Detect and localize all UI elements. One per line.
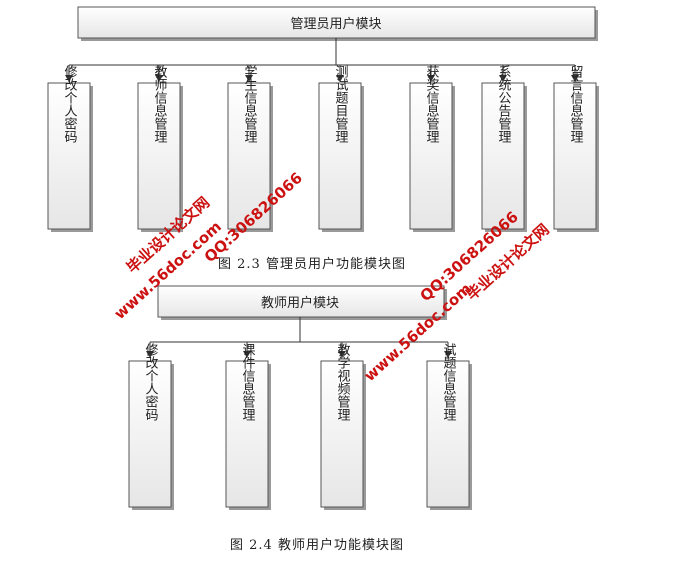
admin-child-label: 测试题目管理 [333, 65, 349, 143]
admin-module-diagram: 管理员用户模块 修改个人密码 教师信息管理 学生信息管理 [47, 6, 599, 272]
teacher-module-diagram: 教师用户模块 修改个人密码 课件信息管理 教学视频管理 试题信 [128, 285, 472, 553]
admin-child-label: 留言信息管理 [568, 65, 584, 143]
admin-child-award-info: 获奖信息管理 [409, 65, 455, 232]
teacher-child-label: 课件信息管理 [240, 343, 256, 421]
admin-root-label: 管理员用户模块 [290, 16, 381, 32]
teacher-child-teaching-video: 教学视频管理 [320, 342, 366, 510]
admin-child-label: 获奖信息管理 [424, 65, 440, 143]
teacher-child-question-info: 试题信息管理 [426, 343, 472, 510]
teacher-connectors [146, 317, 452, 358]
teacher-child-courseware: 课件信息管理 [225, 343, 271, 510]
teacher-child-label: 试题信息管理 [441, 343, 457, 421]
admin-caption: 图 2.3 管理员用户功能模块图 [218, 256, 406, 272]
admin-child-change-password: 修改个人密码 [47, 65, 93, 232]
teacher-root-label: 教师用户模块 [261, 295, 339, 311]
admin-root-box [77, 6, 596, 39]
teacher-child-change-password: 修改个人密码 [128, 343, 174, 510]
admin-child-label: 学生信息管理 [242, 64, 258, 143]
teacher-child-label: 修改个人密码 [143, 343, 159, 421]
teacher-root-box [157, 285, 445, 318]
admin-child-label: 修改个人密码 [62, 65, 78, 143]
admin-connectors [65, 38, 579, 82]
admin-child-student-info: 学生信息管理 [227, 64, 273, 232]
teacher-caption: 图 2.4 教师用户功能模块图 [230, 537, 404, 553]
admin-child-announcements: 系统公告管理 [481, 65, 527, 232]
admin-child-teacher-info: 教师信息管理 [137, 64, 183, 232]
admin-child-messages: 留言信息管理 [553, 65, 599, 232]
admin-child-test-questions: 测试题目管理 [318, 65, 364, 232]
teacher-child-label: 教学视频管理 [335, 342, 351, 421]
admin-child-label: 教师信息管理 [152, 64, 168, 143]
admin-child-label: 系统公告管理 [496, 65, 512, 143]
